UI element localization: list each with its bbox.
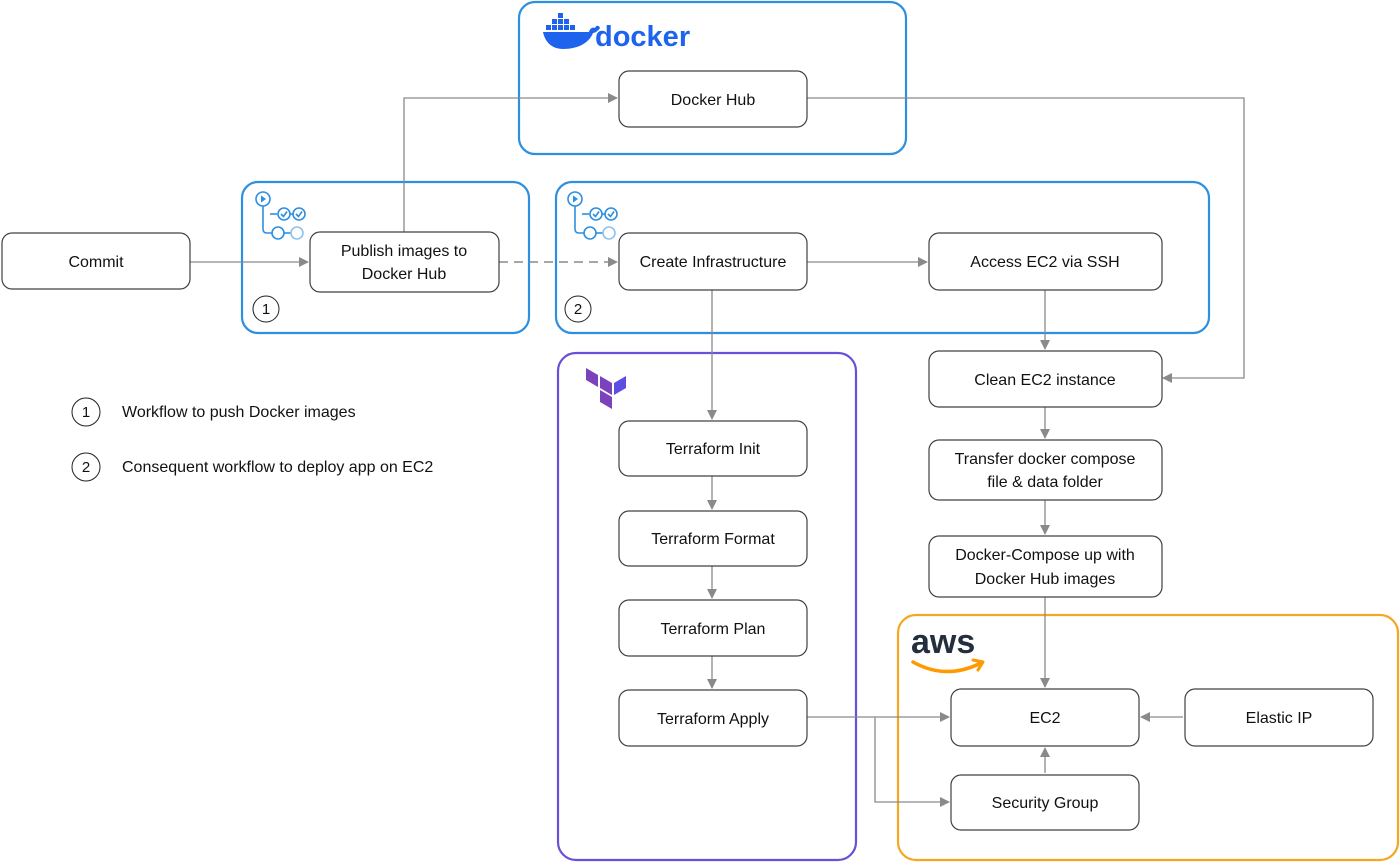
legend-item: 1 Workflow to push Docker images — [71, 397, 356, 427]
node-tf-plan-label: Terraform Plan — [661, 621, 766, 638]
connector-docker-hub-to-clean-ec2 — [807, 97, 1245, 383]
connector-publish-to-docker-hub — [403, 93, 618, 232]
node-tf-init-label: Terraform Init — [666, 441, 761, 458]
node-commit-label: Commit — [68, 254, 124, 271]
node-ec2-label: EC2 — [1029, 710, 1060, 727]
node-security-group-label: Security Group — [992, 795, 1099, 812]
docker-whale-icon — [543, 13, 600, 49]
deploy-workflow-group — [554, 180, 1211, 335]
node-commit[interactable]: Commit — [1, 232, 191, 290]
node-compose-up[interactable]: Docker-Compose up with Docker Hub images — [928, 535, 1163, 598]
legend-item-text: Consequent workflow to deploy app on EC2 — [122, 459, 433, 476]
connector-tf-apply-to-security-group — [874, 717, 950, 807]
workflow-badge-2-text: 2 — [574, 301, 582, 318]
docker-group — [517, 0, 908, 156]
workflow-badge-1: 1 — [252, 295, 280, 323]
node-access-ec2-label: Access EC2 via SSH — [970, 254, 1119, 271]
node-ec2[interactable]: EC2 — [950, 688, 1140, 747]
node-security-group[interactable]: Security Group — [950, 774, 1140, 831]
node-docker-hub-label: Docker Hub — [671, 92, 756, 109]
node-transfer-compose[interactable]: Transfer docker compose file & data fold… — [928, 439, 1163, 501]
node-compose-label-line2: Docker Hub images — [975, 571, 1116, 588]
connectors — [190, 93, 1245, 807]
node-terraform-init[interactable]: Terraform Init — [618, 420, 808, 477]
legend-item-number: 1 — [82, 404, 90, 421]
node-docker-hub[interactable]: Docker Hub — [618, 70, 808, 128]
node-terraform-plan[interactable]: Terraform Plan — [618, 599, 808, 657]
node-publish-images[interactable]: Publish images to Docker Hub — [309, 231, 500, 293]
aws-logo-text: aws — [911, 623, 975, 661]
terraform-icon — [586, 368, 626, 409]
node-publish-label-line1: Publish images to — [341, 243, 467, 260]
legend-item-text: Workflow to push Docker images — [122, 404, 356, 421]
legend: 1 Workflow to push Docker images 2 Conse… — [71, 397, 433, 482]
node-tf-apply-label: Terraform Apply — [657, 711, 769, 728]
node-compose-label-line1: Docker-Compose up with — [955, 547, 1135, 564]
node-transfer-label-line2: file & data folder — [987, 474, 1103, 491]
node-clean-ec2-label: Clean EC2 instance — [974, 372, 1116, 389]
github-actions-icon — [567, 191, 618, 240]
github-actions-icon — [255, 191, 306, 240]
node-access-ec2[interactable]: Access EC2 via SSH — [928, 232, 1163, 291]
node-publish-label-line2: Docker Hub — [362, 266, 447, 283]
node-terraform-apply[interactable]: Terraform Apply — [618, 689, 808, 747]
docker-logo-text: docker — [595, 21, 690, 53]
node-create-infrastructure[interactable]: Create Infrastructure — [618, 232, 808, 291]
terraform-group — [556, 351, 858, 862]
aws-group — [896, 613, 1400, 862]
legend-item-number: 2 — [82, 459, 90, 476]
node-elastic-ip[interactable]: Elastic IP — [1184, 688, 1374, 747]
node-clean-ec2[interactable]: Clean EC2 instance — [928, 350, 1163, 408]
workflow-badge-2: 2 — [564, 295, 592, 323]
node-create-infra-label: Create Infrastructure — [640, 254, 787, 271]
publish-workflow-group — [240, 180, 531, 335]
node-terraform-format[interactable]: Terraform Format — [618, 510, 808, 567]
node-elastic-ip-label: Elastic IP — [1246, 710, 1313, 727]
workflow-badge-1-text: 1 — [262, 301, 270, 318]
node-transfer-label-line1: Transfer docker compose — [955, 451, 1136, 468]
legend-item: 2 Consequent workflow to deploy app on E… — [71, 452, 433, 482]
node-tf-format-label: Terraform Format — [651, 531, 775, 548]
aws-smile-icon — [911, 658, 985, 674]
